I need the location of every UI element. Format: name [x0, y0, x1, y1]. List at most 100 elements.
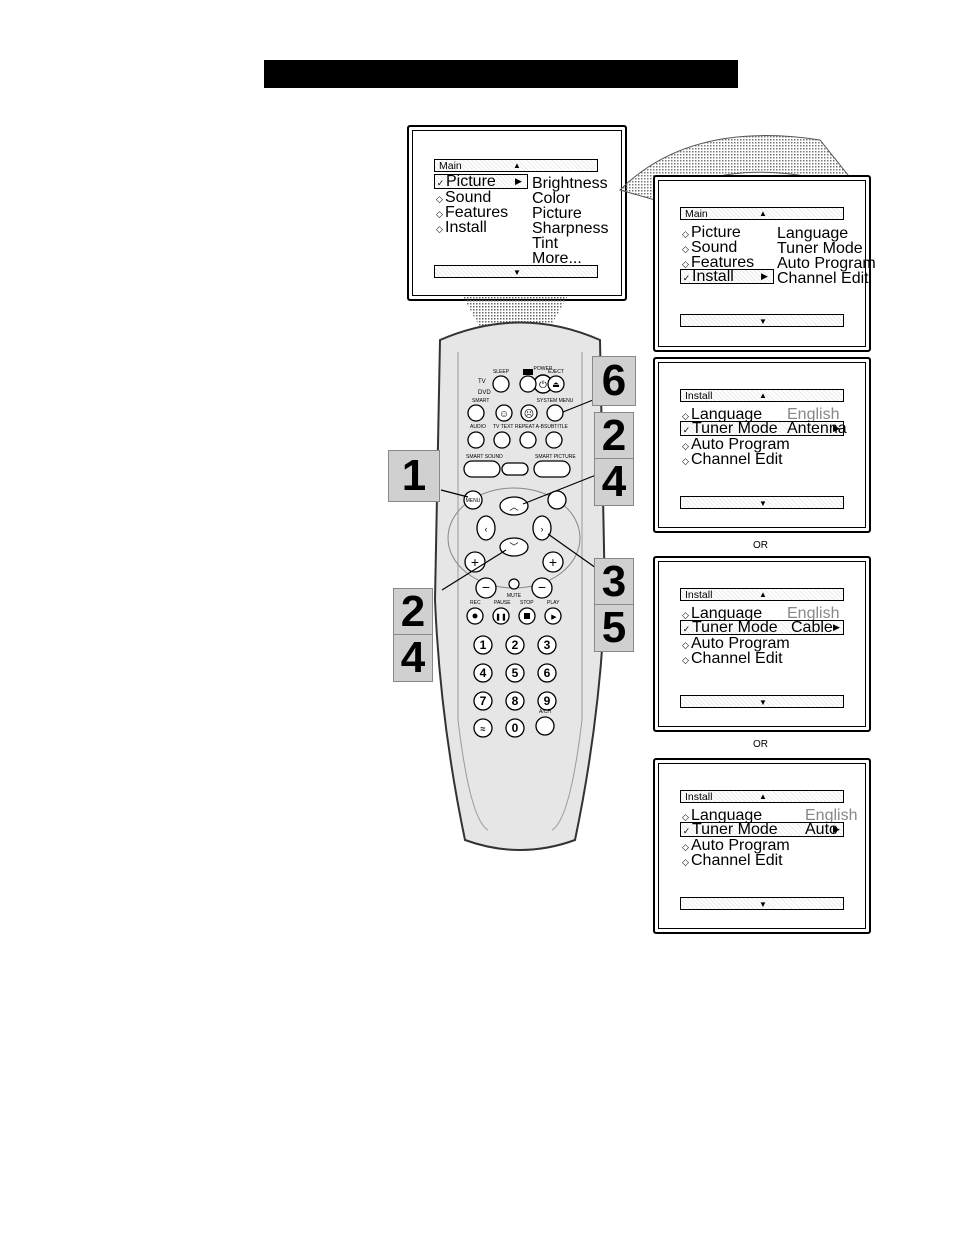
- channel-up-button[interactable]: [542, 551, 564, 573]
- smile-button[interactable]: [495, 404, 513, 422]
- svg-text:8: 8: [512, 694, 519, 708]
- channel-down-button[interactable]: [531, 577, 553, 599]
- digit-2-button[interactable]: [505, 635, 525, 655]
- menu-item-picture-selected[interactable]: ✓Picture▶: [434, 174, 528, 190]
- menu-item-picture[interactable]: ◇Picture: [680, 224, 741, 241]
- svg-text:TV TEXT: TV TEXT: [493, 424, 513, 430]
- or-label: OR: [753, 739, 768, 750]
- menu-item-sound[interactable]: ◇Sound: [434, 189, 491, 206]
- play-icon: ▶: [551, 614, 557, 621]
- scroll-up-icon: ▲: [759, 792, 767, 801]
- cursor-down-button[interactable]: [499, 537, 529, 557]
- smart-picture-button[interactable]: [533, 460, 571, 478]
- svg-text:SMART: SMART: [472, 398, 489, 404]
- diamond-icon: ◇: [682, 259, 689, 269]
- a-ch-button[interactable]: [535, 716, 555, 736]
- digit-9-button[interactable]: [537, 691, 557, 711]
- dvd-tv-button[interactable]: [519, 375, 537, 393]
- center-button[interactable]: [501, 462, 529, 476]
- remote-control: ⏻ POWER SLEEP ⏏ EJECT TV DVD SMART ☺ ☹ S…: [433, 321, 607, 851]
- digit-1-button[interactable]: [473, 635, 493, 655]
- stop-icon: [524, 613, 530, 619]
- step-6-callout: 6: [592, 356, 636, 406]
- svg-text:7: 7: [480, 694, 487, 708]
- mute-button[interactable]: [508, 578, 520, 590]
- svg-text:TV: TV: [478, 379, 486, 385]
- submenu-language: Language: [777, 225, 849, 242]
- digit-6-button[interactable]: [537, 663, 557, 683]
- repeat-ab-button[interactable]: [519, 431, 537, 449]
- menu-header-bar: Install: [680, 790, 844, 803]
- menu-item-sound[interactable]: ◇Sound: [680, 239, 737, 256]
- system-menu-button[interactable]: [546, 404, 564, 422]
- smart-sound-button[interactable]: [463, 460, 501, 478]
- chevron-down-icon: ﹀: [509, 542, 518, 552]
- digit-3-button[interactable]: [537, 635, 557, 655]
- minus-icon: −: [538, 579, 546, 595]
- digit-0-button[interactable]: [505, 718, 525, 738]
- svg-text:SUBTITLE: SUBTITLE: [544, 424, 569, 430]
- check-icon: ✓: [682, 425, 691, 435]
- svg-text:0: 0: [512, 721, 519, 735]
- cursor-right-button[interactable]: [532, 515, 552, 541]
- subtitle-button[interactable]: [545, 431, 563, 449]
- menu-item-auto-program[interactable]: ◇Auto Program: [680, 837, 790, 854]
- number-pad: 1 2 3 4 5 6 7 8 9 ≈ 0 A/CH: [473, 635, 557, 738]
- sleep-button[interactable]: [492, 375, 510, 393]
- disc-menu-button[interactable]: [547, 490, 567, 510]
- digit-8-button[interactable]: [505, 691, 525, 711]
- menu-item-language[interactable]: ◇Language: [680, 605, 762, 622]
- menu-header-bar: Install: [680, 389, 844, 402]
- menu-item-channel-edit[interactable]: ◇Channel Edit: [680, 852, 783, 869]
- digit-4-button[interactable]: [473, 663, 493, 683]
- menu-item-language[interactable]: ◇Language: [680, 406, 762, 423]
- menu-item-language[interactable]: ◇Language: [680, 807, 762, 824]
- step-1-callout: 1: [388, 450, 440, 502]
- volume-up-button[interactable]: [464, 551, 486, 573]
- check-icon: ✓: [436, 178, 445, 188]
- menu-item-install[interactable]: ◇Install: [434, 219, 487, 236]
- scroll-up-icon: ▲: [759, 590, 767, 599]
- svg-text:1: 1: [480, 638, 487, 652]
- cursor-up-button[interactable]: [499, 496, 529, 516]
- frown-button[interactable]: [520, 404, 538, 422]
- pause-button[interactable]: [492, 607, 510, 625]
- menu-footer-bar: [680, 695, 844, 708]
- smart-button[interactable]: [467, 404, 485, 422]
- digit-7-button[interactable]: [473, 691, 493, 711]
- tv-text-button[interactable]: [493, 431, 511, 449]
- diamond-icon: ◇: [682, 229, 689, 239]
- step-2-callout-upper: 2: [594, 412, 634, 460]
- menu-item-install-selected[interactable]: ✓Install▶: [680, 269, 774, 285]
- svg-text:DVD: DVD: [478, 390, 491, 396]
- menu-item-auto-program[interactable]: ◇Auto Program: [680, 635, 790, 652]
- title-bar: [264, 60, 738, 88]
- volume-down-button[interactable]: [475, 577, 497, 599]
- minus-icon: −: [482, 579, 490, 595]
- tuner-mode-value: Auto: [805, 821, 838, 838]
- input-button[interactable]: [473, 718, 493, 738]
- diamond-icon: ◇: [682, 857, 689, 867]
- diamond-icon: ◇: [682, 411, 689, 421]
- svg-text:SYSTEM MENU: SYSTEM MENU: [537, 398, 574, 404]
- cursor-left-button[interactable]: [476, 515, 496, 541]
- menu-item-auto-program[interactable]: ◇Auto Program: [680, 436, 790, 453]
- play-button[interactable]: [544, 607, 562, 625]
- menu-button[interactable]: [463, 490, 483, 510]
- menu-item-features[interactable]: ◇Features: [434, 204, 508, 221]
- menu-item-channel-edit[interactable]: ◇Channel Edit: [680, 451, 783, 468]
- check-icon: ✓: [682, 826, 691, 836]
- digit-5-button[interactable]: [505, 663, 525, 683]
- svg-text:4: 4: [480, 666, 487, 680]
- frown-icon: ☹: [524, 408, 534, 420]
- menu-header-bar: Install: [680, 588, 844, 601]
- eject-button[interactable]: [547, 375, 565, 393]
- arrow-right-icon: ▶: [833, 824, 840, 834]
- audio-button[interactable]: [467, 431, 485, 449]
- menu-item-channel-edit[interactable]: ◇Channel Edit: [680, 650, 783, 667]
- menu-item-features[interactable]: ◇Features: [680, 254, 754, 271]
- check-icon: ✓: [682, 273, 691, 283]
